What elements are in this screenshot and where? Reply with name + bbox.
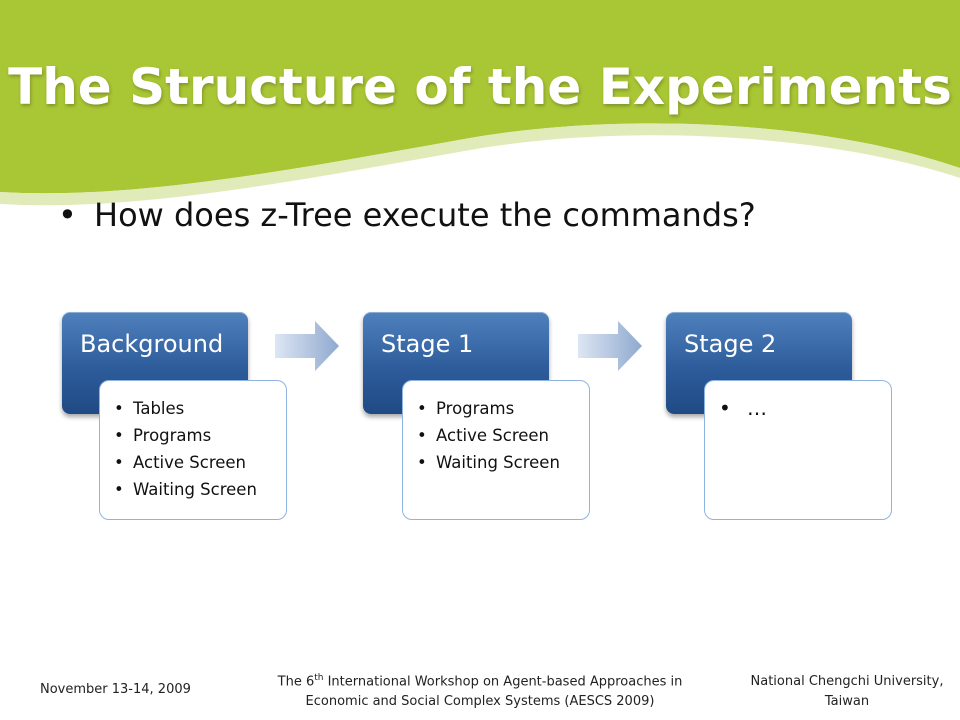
flow-arrow-icon: [578, 321, 642, 371]
list-item: •Waiting Screen: [417, 453, 560, 472]
footer-date: November 13-14, 2009: [40, 682, 191, 697]
flow-arrow-icon: [275, 321, 339, 371]
stage-2-list: •…: [719, 395, 885, 422]
stage-1-body: •Programs •Active Screen •Waiting Screen: [402, 380, 590, 520]
header-wave-banner: [0, 0, 960, 206]
list-item: •Tables: [114, 399, 185, 418]
bullet-dot: •: [58, 196, 77, 234]
footer-workshop: The 6th International Workshop on Agent-…: [277, 673, 683, 710]
list-item: •Active Screen: [114, 453, 247, 472]
list-item: •Active Screen: [417, 426, 550, 445]
stage-background-body: •Tables •Programs •Active Screen •Waitin…: [99, 380, 287, 520]
list-item: •Programs: [417, 399, 515, 418]
footer-university: National Chengchi University, Taiwan: [750, 674, 944, 709]
stage-background-list: •Tables •Programs •Active Screen •Waitin…: [114, 395, 280, 503]
main-bullet: • How does z-Tree execute the commands?: [58, 196, 756, 234]
list-item: •Programs: [114, 426, 212, 445]
stage-2-body: •…: [704, 380, 892, 520]
main-bullet-text: How does z-Tree execute the commands?: [94, 196, 756, 234]
list-item: •Waiting Screen: [114, 480, 257, 499]
stage-1-list: •Programs •Active Screen •Waiting Screen: [417, 395, 583, 476]
list-item: •…: [719, 396, 767, 420]
slide-title: The Structure of the Experiments: [8, 58, 952, 116]
stage-1-header: Stage 1: [363, 312, 549, 414]
